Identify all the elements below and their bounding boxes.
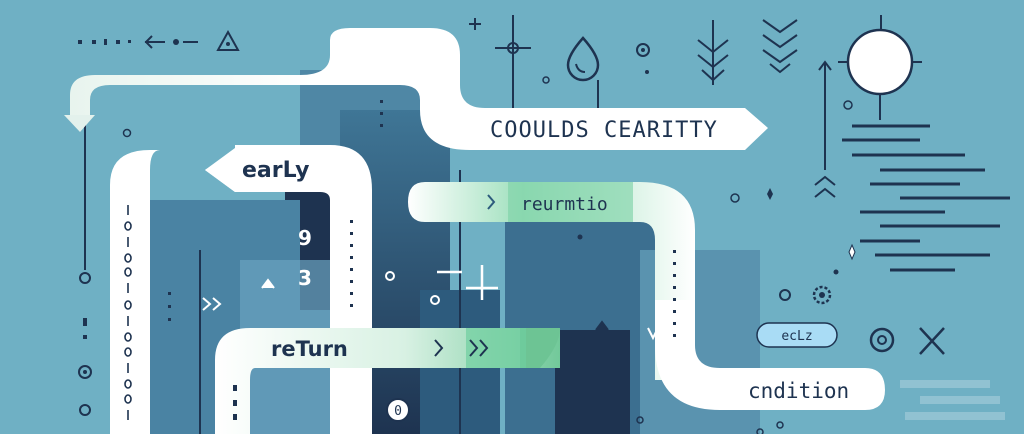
small-up-arrow-icon (261, 278, 275, 289)
top-ribbon-arrow (64, 115, 95, 132)
close-icon (919, 327, 945, 355)
chevrons-up-icon (814, 175, 836, 198)
double-chevron-icon (202, 297, 222, 311)
condition-label: cndition (748, 379, 849, 403)
right-faded-stripes (900, 380, 1005, 420)
left-column-dots (83, 318, 87, 339)
return-accent (466, 328, 526, 368)
left-arrow-icon (144, 35, 165, 49)
early-arrow (205, 148, 370, 192)
return-label: reTurn (271, 337, 348, 361)
drop-icon (566, 36, 600, 82)
early-label: earLy (242, 158, 309, 183)
warning-triangle-icon (216, 29, 240, 51)
mid-accent (508, 182, 633, 222)
power-icon (869, 327, 895, 353)
top-left-dots (78, 39, 131, 45)
target-icon (78, 365, 92, 379)
dots-center (168, 292, 237, 420)
diamond-icon (767, 188, 773, 200)
plus-icon (469, 18, 481, 30)
dotted-run-top (380, 100, 383, 127)
top-ribbon (70, 28, 768, 150)
chevrons-down-icon (762, 19, 798, 74)
zero-badge: 0 (386, 398, 410, 422)
gear-right-icon (812, 285, 832, 305)
gear-icon (636, 43, 650, 57)
condition-ribbon (655, 300, 885, 410)
glyph-three: 3 (298, 266, 312, 290)
top-banner-label: COOULDS CEARITTY (490, 118, 718, 143)
dark-up-arrow (565, 330, 591, 434)
return-ribbon-tip (520, 328, 560, 368)
binary-column (124, 205, 132, 420)
pill-badge: ecLz (756, 322, 838, 348)
minus-plus-glyph (437, 265, 498, 300)
mid-chevron-icon (487, 194, 496, 210)
chevron-tree-icon (697, 20, 729, 85)
dotted-run-left (350, 220, 353, 307)
mid-banner-label: reurmtio (521, 194, 608, 215)
up-arrow-icon (818, 60, 832, 80)
right-stripes (842, 124, 1010, 272)
pill-label: ecLz (781, 329, 812, 344)
dot-icon (173, 39, 179, 45)
dotted-run-right (673, 250, 676, 337)
sun-icon (838, 28, 922, 96)
node-icon (79, 272, 91, 284)
chevron-right-icon (434, 339, 444, 357)
glyph-nine: 9 (298, 226, 312, 250)
small-gear-icon (79, 404, 91, 416)
crosshair-icon (495, 42, 531, 54)
svg-text:0: 0 (394, 404, 402, 419)
double-chevron-green-icon (469, 339, 489, 357)
